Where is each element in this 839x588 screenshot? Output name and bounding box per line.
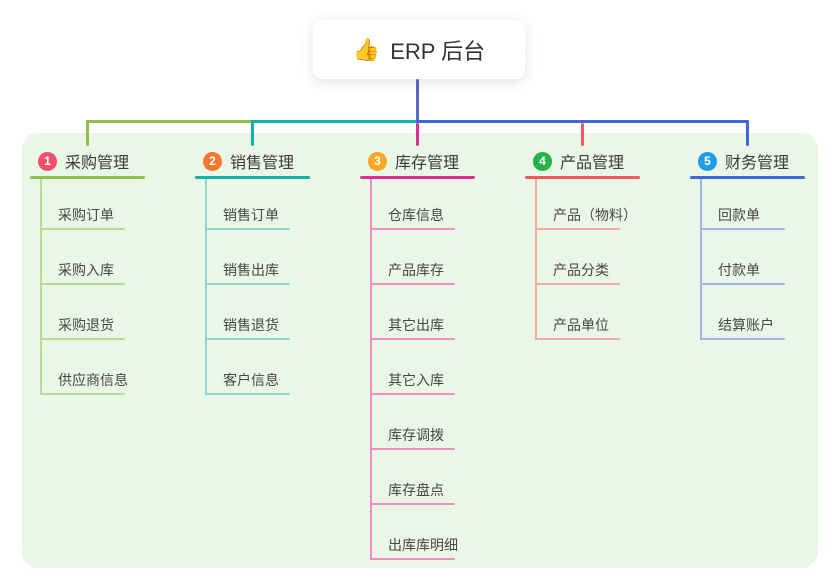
branch1-connector-drop <box>86 120 89 146</box>
branch5-connector-horizontal <box>416 120 749 123</box>
branch-2-label: 销售管理 <box>230 155 295 172</box>
child-node-underline <box>205 338 290 340</box>
child-node-label[interactable]: 采购入库 <box>58 262 114 278</box>
branch-5-label: 财务管理 <box>725 155 790 172</box>
child-node-underline <box>370 503 455 505</box>
branch2-connector-drop <box>251 120 254 146</box>
branch-4-underline <box>525 176 640 179</box>
branch-1-child-rail <box>40 179 42 395</box>
child-node-underline <box>535 228 620 230</box>
child-node-underline <box>535 338 620 340</box>
child-node-label[interactable]: 采购订单 <box>58 207 114 223</box>
branch-1-header[interactable]: 1 采购管理 <box>38 148 129 174</box>
branch-2-number-badge: 2 <box>203 151 222 171</box>
child-node-label[interactable]: 其它出库 <box>388 317 444 333</box>
branches-panel <box>22 133 818 568</box>
child-node-underline <box>370 558 455 560</box>
child-node-underline <box>700 228 785 230</box>
child-node-underline <box>370 283 455 285</box>
branch-1-underline <box>30 176 145 179</box>
branch5-connector-drop <box>746 120 749 146</box>
child-node-label[interactable]: 供应商信息 <box>58 372 128 388</box>
branch-5-underline <box>690 176 805 179</box>
branch-3-header[interactable]: 3 库存管理 <box>368 148 459 174</box>
child-node-label[interactable]: 其它入库 <box>388 372 444 388</box>
child-node-underline <box>40 338 125 340</box>
child-node-label[interactable]: 产品库存 <box>388 262 444 278</box>
branch2-connector-horizontal <box>251 120 419 123</box>
branch-2-child-rail <box>205 179 207 395</box>
child-node-label[interactable]: 采购退货 <box>58 317 114 333</box>
branch-3-underline <box>360 176 475 179</box>
root-node[interactable]: 👍 ERP 后台 <box>313 20 525 79</box>
child-node-underline <box>205 228 290 230</box>
root-node-label: ERP 后台 <box>390 38 486 64</box>
branch-4-header[interactable]: 4 产品管理 <box>533 148 624 174</box>
child-node-underline <box>370 393 455 395</box>
branch-3-label: 库存管理 <box>395 155 460 172</box>
branch-2-underline <box>195 176 310 179</box>
branch-4-label: 产品管理 <box>560 155 625 172</box>
thumbs-up-icon: 👍 <box>352 36 381 62</box>
branch-3-number-badge: 3 <box>368 151 387 171</box>
branch-5-number-badge: 5 <box>698 151 717 171</box>
branch4-connector-drop <box>581 123 584 146</box>
child-node-label[interactable]: 销售订单 <box>223 207 279 223</box>
child-node-label[interactable]: 回款单 <box>718 207 760 223</box>
child-node-underline <box>205 393 290 395</box>
child-node-underline <box>40 283 125 285</box>
child-node-label[interactable]: 付款单 <box>718 262 760 278</box>
child-node-label[interactable]: 出库库明细 <box>388 537 458 553</box>
child-node-underline <box>370 338 455 340</box>
child-node-underline <box>370 448 455 450</box>
child-node-label[interactable]: 销售出库 <box>223 262 279 278</box>
branch-1-label: 采购管理 <box>65 155 130 172</box>
child-node-label[interactable]: 客户信息 <box>223 372 279 388</box>
child-node-underline <box>700 338 785 340</box>
branch-2-header[interactable]: 2 销售管理 <box>203 148 294 174</box>
child-node-underline <box>40 393 125 395</box>
child-node-label[interactable]: 库存盘点 <box>388 482 444 498</box>
child-node-underline <box>535 283 620 285</box>
child-node-underline <box>205 283 290 285</box>
branch-4-child-rail <box>535 179 537 340</box>
branch3-connector-drop <box>416 123 419 146</box>
child-node-label[interactable]: 销售退货 <box>223 317 279 333</box>
branch-5-child-rail <box>700 179 702 340</box>
branch-1-number-badge: 1 <box>38 151 57 171</box>
branch-5-header[interactable]: 5 财务管理 <box>698 148 789 174</box>
branch-3-child-rail <box>370 179 372 560</box>
child-node-label[interactable]: 产品分类 <box>553 262 609 278</box>
child-node-label[interactable]: 结算账户 <box>718 317 774 333</box>
child-node-label[interactable]: 产品（物料） <box>553 207 637 223</box>
branch1-connector-horizontal <box>86 120 254 123</box>
child-node-label[interactable]: 库存调拨 <box>388 427 444 443</box>
child-node-label[interactable]: 产品单位 <box>553 317 609 333</box>
child-node-underline <box>40 228 125 230</box>
child-node-label[interactable]: 仓库信息 <box>388 207 444 223</box>
branch-4-number-badge: 4 <box>533 151 552 171</box>
child-node-underline <box>700 283 785 285</box>
child-node-underline <box>370 228 455 230</box>
root-connector-vertical <box>416 79 419 123</box>
